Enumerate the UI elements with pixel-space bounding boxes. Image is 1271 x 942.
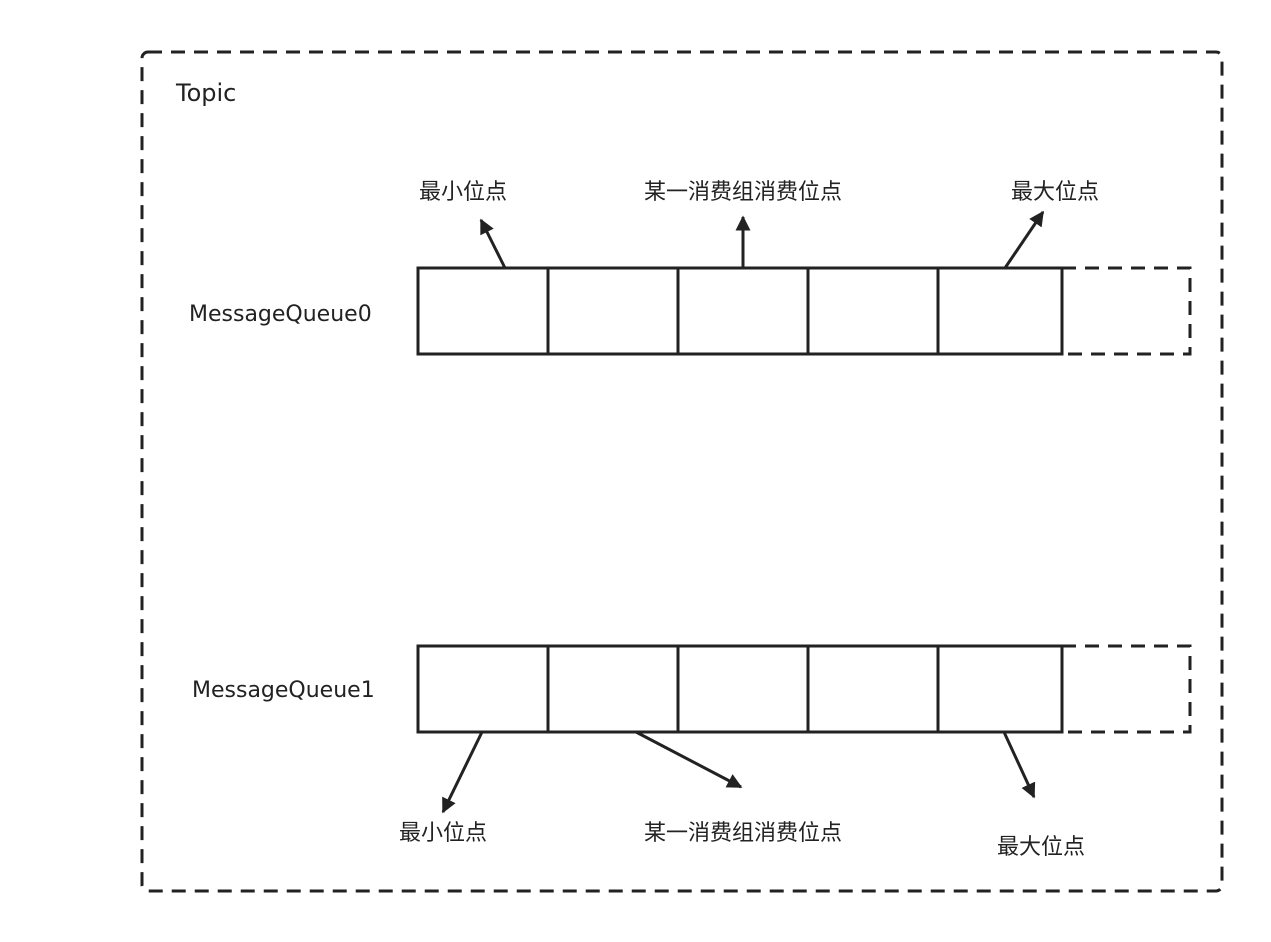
min-offset-label: 最小位点 (399, 821, 487, 846)
message-queue-0: MessageQueue0 最小位点 某一消费组消费位点 最大位点 (189, 180, 1192, 356)
queue-cell (416, 266, 550, 356)
topic-label: Topic (175, 79, 236, 107)
min-offset-label: 最小位点 (419, 180, 507, 205)
max-offset-label: 最大位点 (1011, 180, 1099, 205)
queue-cell (676, 266, 810, 356)
consumer-offset-label: 某一消费组消费位点 (644, 821, 842, 846)
queue-cells (416, 266, 1064, 356)
queue-cell (546, 266, 680, 356)
queue-cell (416, 644, 550, 734)
message-queue-1: MessageQueue1 最小位点 某一消费组消费位点 最大位点 (192, 644, 1192, 860)
queue-cell (936, 644, 1064, 734)
max-offset-label: 最大位点 (997, 835, 1085, 860)
queue-next-slot-dashed (1060, 644, 1192, 734)
queue-next-slot-dashed (1060, 266, 1192, 356)
queue-cells (416, 644, 1064, 734)
consumer-offset-label: 某一消费组消费位点 (644, 180, 842, 205)
queue-name-label: MessageQueue0 (189, 302, 372, 327)
max-offset-arrow (1002, 731, 1036, 799)
queue-cell (936, 266, 1064, 356)
queue-cell (806, 644, 940, 734)
topic-container (140, 50, 1224, 893)
queue-cell (806, 266, 940, 356)
max-offset-arrow (1003, 210, 1045, 269)
queue-name-label: MessageQueue1 (192, 678, 375, 703)
min-offset-arrow (479, 218, 507, 269)
queue-cell (676, 644, 810, 734)
consumer-offset-arrow (635, 730, 743, 789)
queue-cell (546, 644, 680, 734)
min-offset-arrow (441, 731, 484, 814)
